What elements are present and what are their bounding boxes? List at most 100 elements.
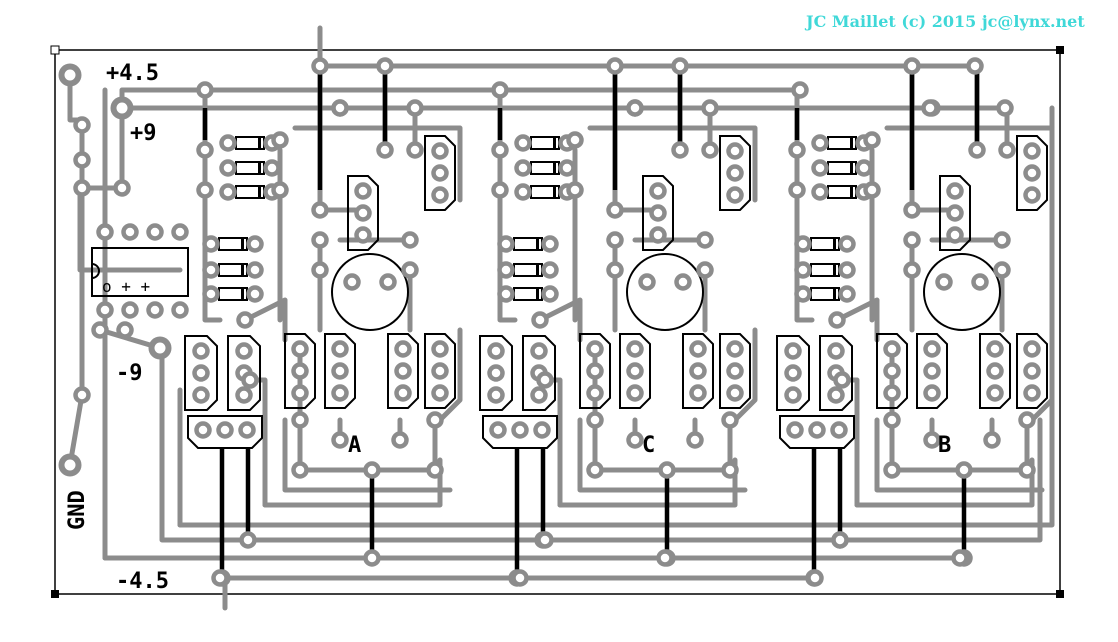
pad <box>171 301 189 319</box>
pad <box>566 181 584 199</box>
pad <box>656 549 674 567</box>
pad <box>431 384 449 402</box>
resistor-band <box>536 238 539 250</box>
resistor-band <box>241 288 244 300</box>
pad <box>626 431 644 449</box>
resistor-band <box>258 186 261 198</box>
header-3pin <box>284 333 316 409</box>
pad <box>786 421 804 439</box>
pad <box>649 204 667 222</box>
pad <box>391 431 409 449</box>
pad <box>966 57 984 75</box>
pad <box>996 99 1014 117</box>
pad <box>806 569 824 587</box>
pad <box>291 411 309 429</box>
pad <box>606 231 624 249</box>
connector-3pin <box>719 135 751 211</box>
pad <box>171 223 189 241</box>
corner-marker-tl <box>50 45 60 55</box>
pad <box>536 531 554 549</box>
header-3pin <box>579 333 611 409</box>
pad <box>376 141 394 159</box>
pad <box>968 141 986 159</box>
pad <box>246 235 264 253</box>
power-pad <box>110 96 134 120</box>
pad <box>638 273 656 291</box>
pad <box>401 231 419 249</box>
pad <box>202 261 220 279</box>
pad <box>626 99 644 117</box>
pad <box>558 159 576 177</box>
pad <box>235 342 253 360</box>
jumpers-layer <box>202 66 980 578</box>
pad <box>363 461 381 479</box>
trace <box>889 347 1030 473</box>
pad <box>784 342 802 360</box>
header-3pin <box>719 333 751 409</box>
switch-footprint <box>227 335 261 411</box>
resistor-band <box>258 137 261 149</box>
pad <box>828 311 846 329</box>
pad <box>146 223 164 241</box>
header-3pin <box>916 333 948 409</box>
pad <box>863 181 881 199</box>
pad <box>291 340 309 358</box>
trace <box>437 327 463 423</box>
pad <box>291 362 309 380</box>
resistor-band <box>850 137 853 149</box>
pad <box>426 461 444 479</box>
pad <box>431 340 449 358</box>
pad <box>394 362 412 380</box>
pad <box>146 301 164 319</box>
pad <box>311 231 329 249</box>
label-pos9: +9 <box>130 121 157 146</box>
pad <box>811 134 829 152</box>
pad <box>497 261 515 279</box>
pad <box>993 231 1011 249</box>
trace <box>242 297 288 343</box>
pad <box>196 81 214 99</box>
pad <box>489 421 507 439</box>
pad <box>606 57 624 75</box>
pad <box>838 261 856 279</box>
pad <box>566 131 584 149</box>
pad <box>946 204 964 222</box>
pads-layer <box>58 57 1041 587</box>
pad <box>671 57 689 75</box>
ic-marking: o + + <box>102 277 150 296</box>
pad <box>808 421 826 439</box>
pad <box>394 340 412 358</box>
ic-notch <box>91 263 100 279</box>
pad <box>202 235 220 253</box>
pad <box>73 179 91 197</box>
pad <box>354 226 372 244</box>
pad <box>791 81 809 99</box>
pad <box>726 362 744 380</box>
pad <box>1023 186 1041 204</box>
pad <box>971 273 989 291</box>
header-3pin <box>324 333 356 409</box>
pad <box>946 226 964 244</box>
pad <box>721 461 739 479</box>
pad <box>726 164 744 182</box>
pad <box>241 371 259 389</box>
pad <box>983 431 1001 449</box>
pad <box>541 285 559 303</box>
channel-label-a: A <box>348 433 361 458</box>
trace <box>202 147 223 323</box>
pad <box>626 362 644 380</box>
trace <box>297 347 438 473</box>
pad <box>96 301 114 319</box>
potentiometer-outline <box>626 253 704 331</box>
pad <box>794 261 812 279</box>
pad <box>1018 461 1036 479</box>
pad <box>401 261 419 279</box>
pad <box>811 159 829 177</box>
resistor-band <box>833 264 836 276</box>
pad <box>689 384 707 402</box>
pad <box>831 531 849 549</box>
pad <box>658 461 676 479</box>
switch-footprint <box>479 335 513 411</box>
pad <box>511 421 529 439</box>
trace <box>834 297 880 343</box>
